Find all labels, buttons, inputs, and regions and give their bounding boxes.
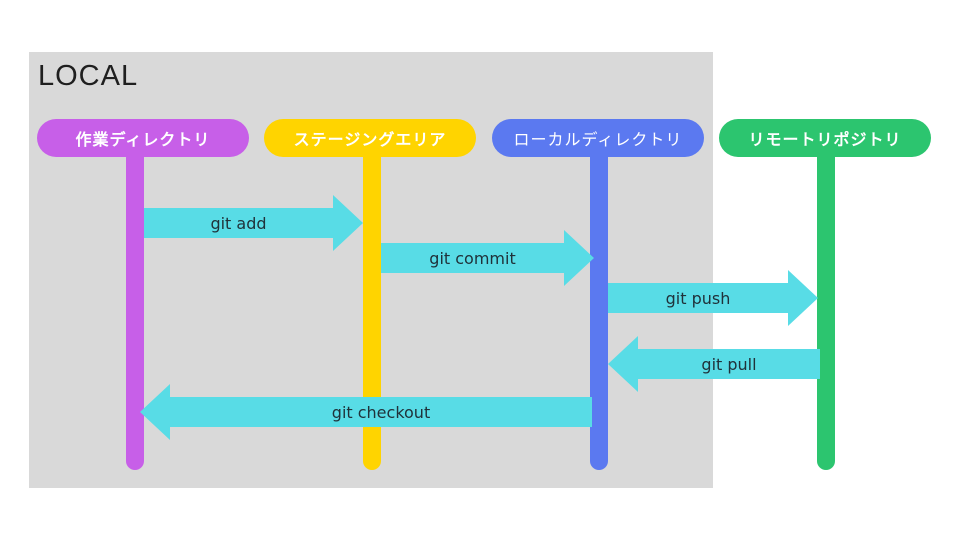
arrow-head-git-commit xyxy=(564,230,594,286)
arrow-label-git-commit: git commit xyxy=(429,248,516,268)
lane-line-remote-repository xyxy=(817,140,835,470)
lane-line-working-directory xyxy=(126,140,144,470)
arrow-git-push: git push xyxy=(608,283,788,313)
arrow-head-git-checkout xyxy=(140,384,170,440)
lane-header-label: ローカルディレクトリ xyxy=(513,132,683,149)
arrow-head-git-pull xyxy=(608,336,638,392)
lane-header-remote-repository: リモートリポジトリ xyxy=(719,119,931,157)
arrow-git-checkout: git checkout xyxy=(170,397,592,427)
local-box-title: LOCAL xyxy=(38,60,139,92)
lane-header-label: リモートリポジトリ xyxy=(748,132,902,149)
arrow-head-git-add xyxy=(333,195,363,251)
lane-header-staging-area: ステージングエリア xyxy=(264,119,476,157)
arrow-git-add: git add xyxy=(144,208,333,238)
lane-header-local-repository: ローカルディレクトリ xyxy=(492,119,704,157)
arrow-label-git-pull: git pull xyxy=(701,354,757,374)
arrow-head-git-push xyxy=(788,270,818,326)
arrow-label-git-add: git add xyxy=(210,213,267,233)
lane-line-local-repository xyxy=(590,140,608,470)
lane-header-working-directory: 作業ディレクトリ xyxy=(37,119,249,157)
lane-line-staging-area xyxy=(363,140,381,470)
arrow-git-commit: git commit xyxy=(381,243,564,273)
arrow-label-git-push: git push xyxy=(665,288,731,308)
arrow-label-git-checkout: git checkout xyxy=(331,402,431,422)
lane-header-label: ステージングエリア xyxy=(293,132,447,149)
lane-header-label: 作業ディレクトリ xyxy=(75,132,211,149)
arrow-git-pull: git pull xyxy=(638,349,820,379)
